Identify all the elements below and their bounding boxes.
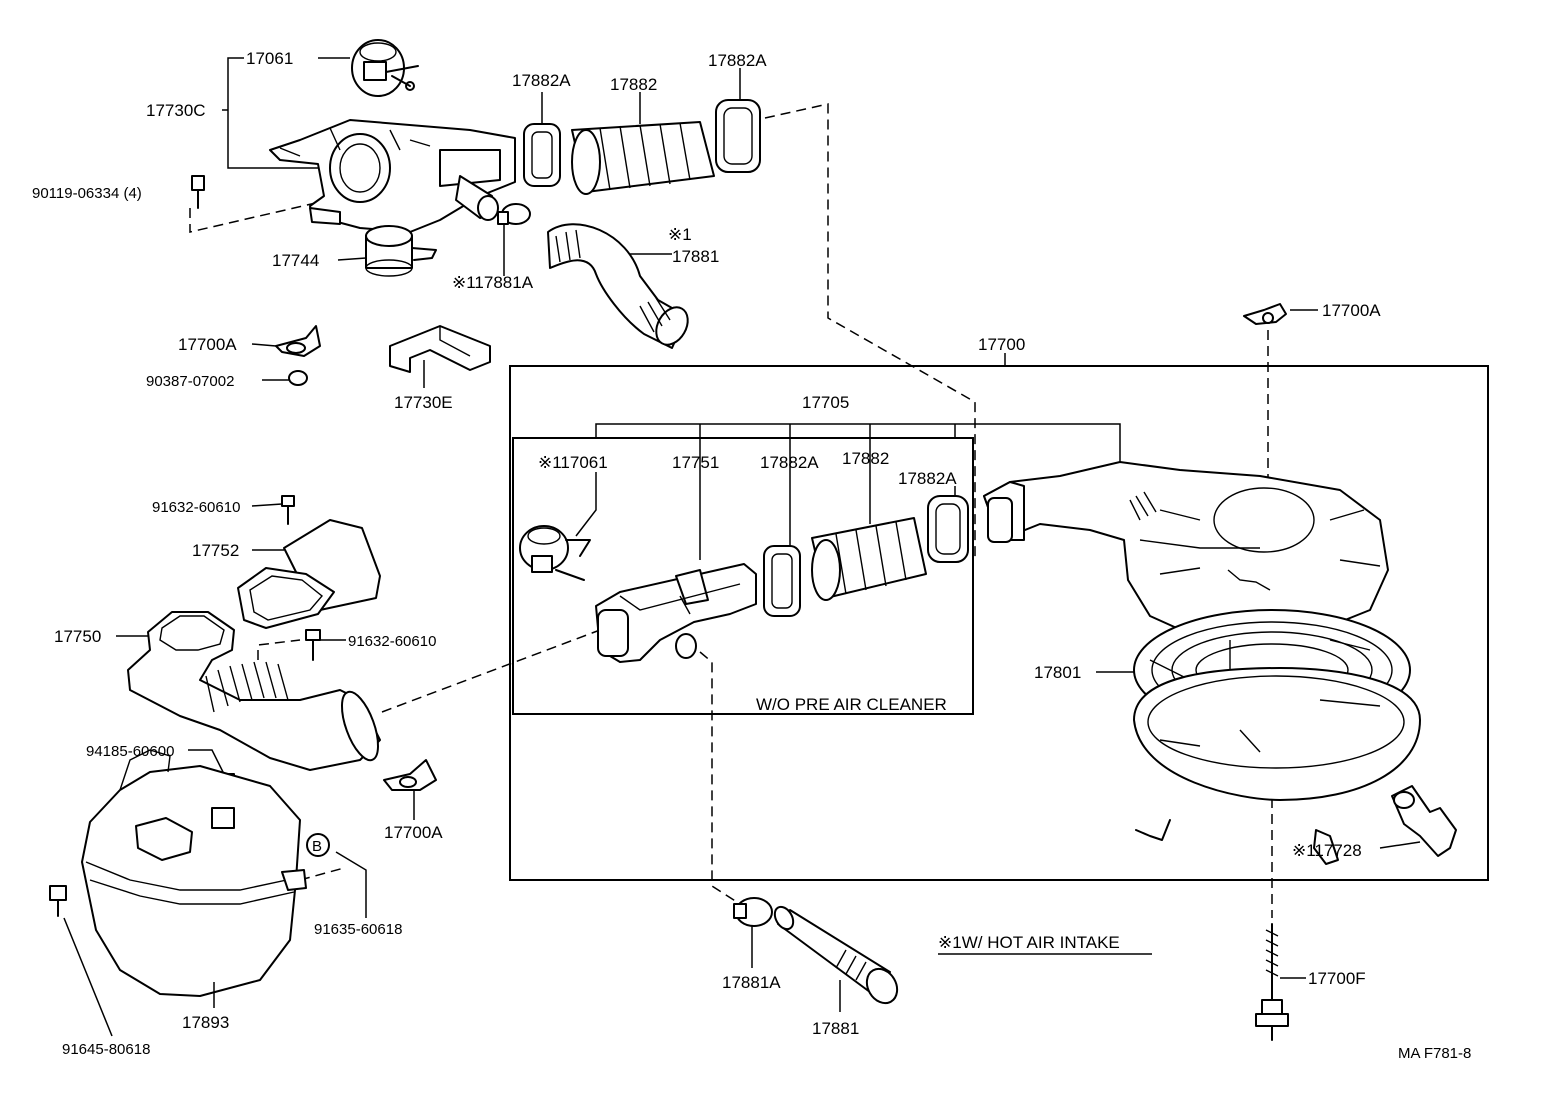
leader-17744: [337, 257, 367, 261]
label-17750: 17750: [54, 627, 101, 646]
label-94185-60600: 94185-60600: [86, 743, 174, 760]
part-17752-cover: [237, 519, 381, 629]
label-17882A-inner-left: 17882A: [760, 453, 819, 472]
label-ref-code: MA F781-8: [1398, 1045, 1471, 1062]
part-17893-resonator: [81, 749, 307, 997]
leader-17700A-a: [251, 343, 277, 347]
label-91632-60610-top: 91632-60610: [152, 499, 240, 516]
label-91635-60618: 91635-60618: [314, 921, 402, 938]
part-17728-valve: [1391, 785, 1457, 857]
label-mark1-top: ※1: [668, 225, 692, 244]
part-91645-bolt: [49, 885, 67, 917]
part-90387-nut: [288, 370, 308, 386]
part-91632-bolt-a: [281, 495, 295, 525]
bracket-17705: [595, 423, 1121, 560]
part-17882A-gasket-top-left: [523, 123, 561, 187]
part-17750-duct: [127, 611, 381, 771]
label-17700F: 17700F: [1308, 969, 1366, 988]
part-17882A-gasket-top-right: [715, 99, 761, 173]
leader-17728: [1379, 841, 1421, 849]
bracket-17730C: [227, 57, 338, 169]
part-17700-air-cleaner-case: [983, 461, 1389, 641]
leader-91645: [63, 917, 113, 1037]
part-17700A-bracket-right: [1243, 303, 1287, 325]
label-17882A-inner-right: 17882A: [898, 469, 957, 488]
box-wo-pre-air-cleaner: [512, 437, 974, 715]
assembly-box-17700: [509, 365, 1489, 881]
label-91632-60610-mid: 91632-60610: [348, 633, 436, 650]
label-17801: 17801: [1034, 663, 1081, 682]
label-17728: ※117728: [1292, 841, 1362, 860]
dash-line-17750: [381, 629, 601, 713]
label-17061-inner: ※117061: [538, 453, 608, 472]
bracket-91635: [335, 851, 367, 918]
label-91645-80618: 91645-80618: [62, 1041, 150, 1058]
part-90119-bolt: [191, 175, 205, 209]
dash-line-17751-down: [699, 651, 741, 905]
part-17881-hose-bottom: [773, 905, 899, 1005]
label-17744: 17744: [272, 251, 319, 270]
label-circle-B: B: [312, 838, 322, 855]
part-17730E-bracket: [389, 325, 491, 373]
part-17751-flow-meter: [595, 563, 757, 663]
label-17730E: 17730E: [394, 393, 453, 412]
circle-B-marker: [306, 833, 330, 857]
leader-94185: [188, 749, 225, 775]
label-17882A-top-left: 17882A: [512, 71, 571, 90]
dash-line-top-right: [764, 103, 976, 560]
dash-line-17750-bolt: [257, 639, 301, 660]
label-17881-top: 17881: [672, 247, 719, 266]
label-17705: 17705: [802, 393, 849, 412]
label-17730C: 17730C: [146, 101, 206, 120]
part-17061-valve-inner: [519, 525, 591, 581]
label-90387-07002: 90387-07002: [146, 373, 234, 390]
part-17882-boot-top: [571, 121, 715, 195]
label-90119-06334: 90119-06334 (4): [32, 185, 142, 202]
part-17881A-clamp-bottom: [733, 897, 773, 927]
label-17061: 17061: [246, 49, 293, 68]
label-17700A-mid: 17700A: [384, 823, 443, 842]
dash-line-B: [299, 867, 345, 881]
label-17882-inner: 17882: [842, 449, 889, 468]
part-17744-clamp: [365, 225, 437, 277]
label-17700A-right: 17700A: [1322, 301, 1381, 320]
part-17700-lower-case: [1133, 667, 1421, 865]
dash-line-90119: [189, 201, 321, 233]
part-17882A-gasket-inner-left: [763, 545, 801, 617]
label-17881A-bottom: 17881A: [722, 973, 781, 992]
leader-17061-inner: [575, 472, 597, 537]
label-17752: 17752: [192, 541, 239, 560]
label-17881-bottom: 17881: [812, 1019, 859, 1038]
label-wo-pre-air-cleaner: W/O PRE AIR CLEANER: [756, 695, 947, 714]
label-17881A-top: ※117881A: [452, 273, 534, 292]
part-17700A-bracket-left: [275, 325, 321, 357]
label-17700: 17700: [978, 335, 1025, 354]
label-17700A-left: 17700A: [178, 335, 237, 354]
part-17881A-clamp-top: [497, 203, 531, 225]
label-17882-top: 17882: [610, 75, 657, 94]
part-17882-boot-inner: [811, 517, 927, 601]
label-17893: 17893: [182, 1013, 229, 1032]
label-note-hot-air-intake: ※1W/ HOT AIR INTAKE: [938, 933, 1120, 952]
part-17882A-gasket-inner-right: [927, 495, 969, 563]
label-17882A-top-right: 17882A: [708, 51, 767, 70]
leader-91632-a: [251, 503, 283, 507]
part-91632-bolt-b: [305, 629, 321, 661]
part-17061-valve: [351, 39, 419, 97]
part-17730C-housing: [269, 119, 516, 233]
part-17700A-bracket-mid: [383, 759, 437, 791]
part-17881-hose-top: [547, 223, 689, 349]
part-17700F-bolt: [1255, 923, 1289, 1041]
label-17751: 17751: [672, 453, 719, 472]
